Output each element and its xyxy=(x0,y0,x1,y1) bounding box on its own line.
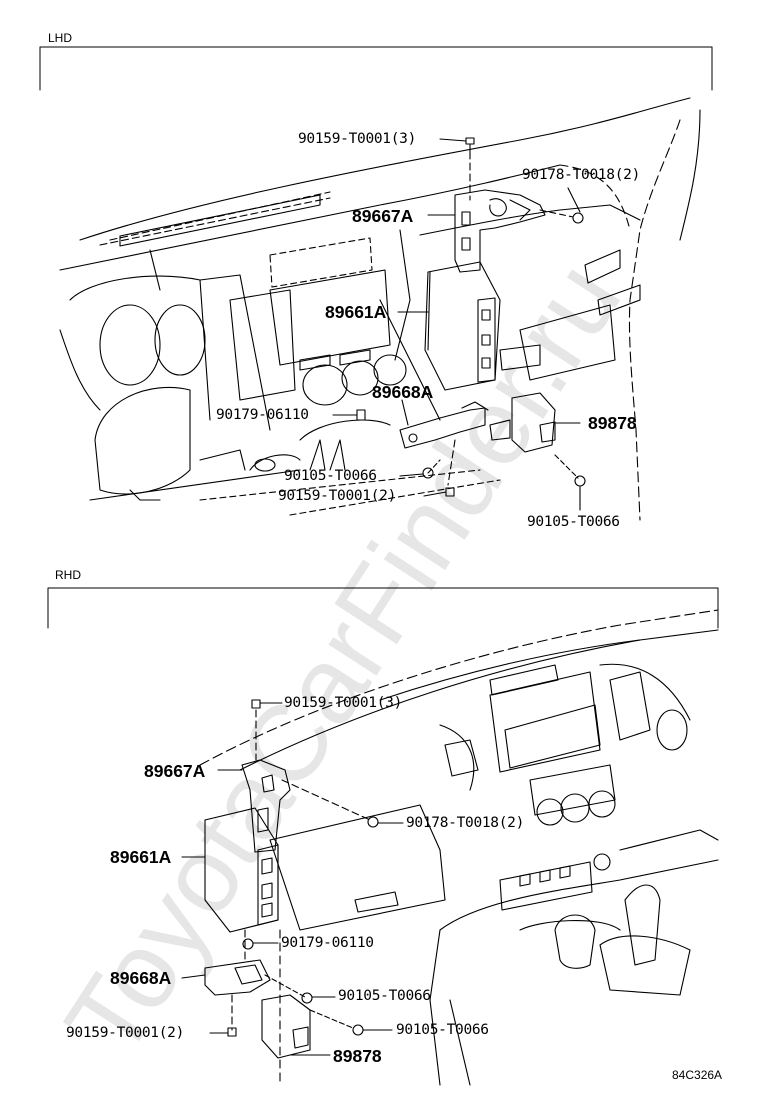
lhd-module xyxy=(489,392,579,479)
lhd-screw-top xyxy=(465,137,475,201)
rhd-bracket-upper xyxy=(241,759,371,853)
rhd-callout-bolt-a: 90105-T0066 xyxy=(338,988,431,1004)
lhd-callout-screw-bottom: 90159-T0001(2) xyxy=(278,488,397,504)
lhd-frame xyxy=(39,46,713,91)
lhd-callout-bolt-mid: 90105-T0066 xyxy=(284,468,377,484)
rhd-dashboard-outline xyxy=(199,609,719,1086)
lhd-part-bracket-lower: 89668A xyxy=(372,382,434,402)
rhd-callout-screw-bottom: 90159-T0001(2) xyxy=(66,1025,185,1041)
lhd-part-ecu: 89661A xyxy=(325,302,387,322)
rhd-part-module: 89878 xyxy=(333,1046,382,1066)
lhd-bolt-right xyxy=(574,475,586,487)
lhd-nut-right xyxy=(539,209,584,224)
lhd-bracket-upper xyxy=(454,189,546,273)
rhd-callout-nut-right: 90178-T0018(2) xyxy=(406,815,525,831)
lhd-section-title: LHD xyxy=(48,31,73,45)
rhd-bolt-b xyxy=(309,1009,364,1036)
lhd-callout-nut-right: 90178-T0018(2) xyxy=(522,167,641,183)
rhd-module xyxy=(261,994,311,1059)
rhd-nut-right xyxy=(367,816,379,828)
rhd-part-bracket-lower: 89668A xyxy=(110,968,172,988)
lhd-leaders xyxy=(332,138,581,511)
rhd-bracket-lower xyxy=(204,959,306,1031)
rhd-ecu xyxy=(204,807,279,961)
lhd-bolt-mid xyxy=(422,459,441,479)
lhd-part-module: 89878 xyxy=(588,413,637,433)
rhd-leaders xyxy=(181,702,404,1056)
lhd-callout-nut-left: 90179-06110 xyxy=(216,407,309,423)
lhd-screw-bottom xyxy=(445,487,455,497)
rhd-frame xyxy=(47,587,719,629)
rhd-callout-bolt-b: 90105-T0066 xyxy=(396,1022,489,1038)
figure-code: 84C326A xyxy=(672,1068,723,1082)
rhd-screw-top xyxy=(251,699,261,761)
lhd-callout-bolt-right: 90105-T0066 xyxy=(527,514,620,530)
rhd-part-ecu: 89661A xyxy=(110,847,172,867)
rhd-nut-left xyxy=(242,938,254,950)
rhd-section-title: RHD xyxy=(55,568,81,582)
rhd-callout-screw-top: 90159-T0001(3) xyxy=(284,695,403,711)
lhd-nut-left xyxy=(356,409,366,421)
rhd-bolt-a xyxy=(301,992,313,1004)
lhd-bracket-lower xyxy=(399,401,489,486)
lhd-ecu xyxy=(424,261,501,391)
lhd-part-bracket-upper: 89667A xyxy=(352,206,414,226)
rhd-callout-nut-left: 90179-06110 xyxy=(281,935,374,951)
lhd-dashboard-outline xyxy=(59,97,701,521)
rhd-part-bracket-upper: 89667A xyxy=(144,761,206,781)
lhd-callout-screw-top: 90159-T0001(3) xyxy=(298,131,417,147)
